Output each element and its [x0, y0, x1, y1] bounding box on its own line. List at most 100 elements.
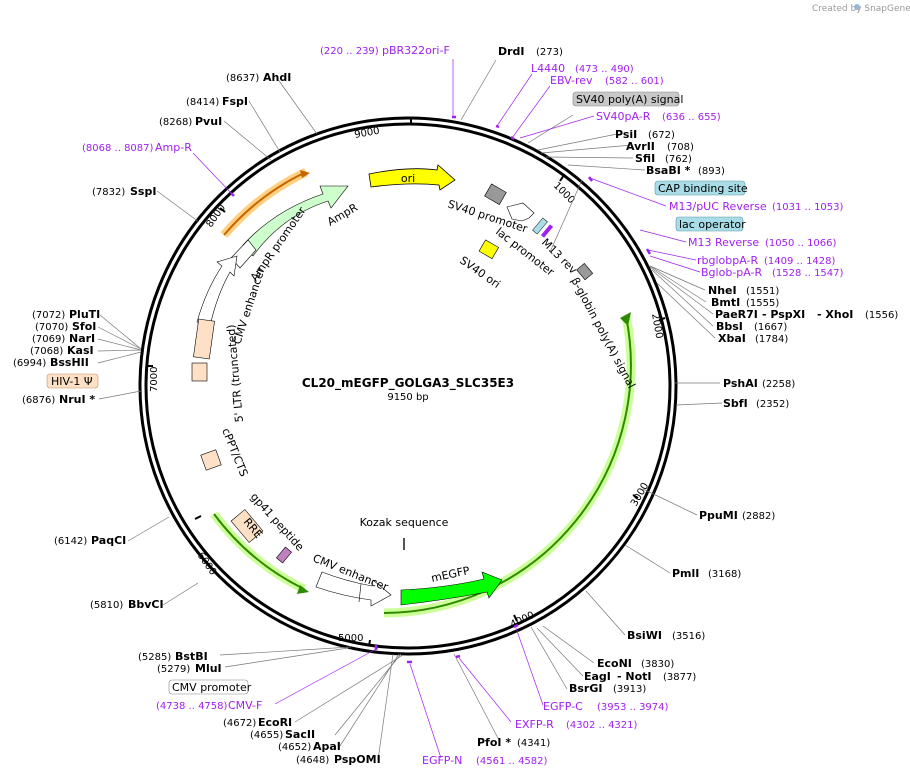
- site-pshai: PshAI: [723, 377, 758, 390]
- sv40-ori-feature: [478, 239, 499, 260]
- ampr-arc: [223, 171, 307, 236]
- site-bbvci: BbvCI: [128, 598, 164, 611]
- hiv1-psi-label: HIV-1 Ψ: [51, 375, 93, 388]
- site-ahdi: AhdI: [263, 71, 291, 84]
- primer-cmv-f-pos: (4738 .. 4758): [156, 701, 228, 712]
- lac-operator-box: [675, 216, 744, 232]
- site-apai: ApaI: [313, 740, 341, 753]
- primer-pbr322ori-f-pos: (220 .. 239): [320, 46, 379, 57]
- site-apai-pos: (4652): [278, 742, 311, 753]
- orf-arrowhead-right: [620, 312, 631, 326]
- cppt-cts-label: cPPT/CTS: [219, 426, 250, 478]
- site-pmli-pos: (3168): [708, 569, 741, 580]
- lac-operator-label: lac operator: [679, 218, 746, 231]
- primer-m13-reverse-pos: (1050 .. 1066): [765, 238, 837, 249]
- site-pfoi-pos: (4341): [517, 738, 550, 749]
- primer-cmv-f: CMV-F: [228, 699, 262, 712]
- megfp-feature: [400, 571, 503, 606]
- tick-label-9000: 9000: [354, 126, 381, 141]
- primer-ebv-rev-pos: (582 .. 601): [605, 76, 664, 87]
- primer-m13-reverse: M13 Reverse: [688, 236, 759, 249]
- site-psii-pos: (672): [648, 130, 675, 141]
- ltr-feature: [193, 318, 215, 360]
- site-paqci-pos: (6142): [54, 536, 87, 547]
- leader-lines: [97, 59, 723, 761]
- primer-pbr322ori-f: pBR322ori-F: [382, 44, 450, 57]
- cmv-promoter-box: [168, 679, 249, 695]
- cmv-enhancer-divider: [358, 583, 362, 603]
- primer-rbglobpa-r-pos: (1409 .. 1428): [764, 256, 836, 267]
- site-paqci: PaqCI: [91, 534, 126, 547]
- ori-label: ori: [401, 172, 415, 185]
- ltr-feature-small: [191, 362, 208, 382]
- site-bstbi-pos: (5285): [138, 652, 171, 663]
- site-avrii: AvrII: [626, 140, 655, 153]
- site-nhei-pos: (1551): [746, 286, 779, 297]
- site-bmti-pos: (1555): [746, 298, 779, 309]
- site-drdi: DrdI: [498, 45, 525, 58]
- sv40-polya-box: [572, 91, 680, 107]
- tick-label-7000: 7000: [149, 367, 160, 392]
- site-bsiwi-pos: (3516): [672, 631, 705, 642]
- site-bsshii: BssHII: [50, 356, 89, 369]
- tick-label-5000: 5000: [338, 633, 363, 644]
- ampr-promoter-feature: [230, 239, 257, 269]
- site-pluti-pos: (7072): [32, 310, 65, 321]
- orf-glow-arc-right: [383, 315, 636, 618]
- site-mlui-pos: (5279): [157, 664, 190, 675]
- primer-egfp-n: EGFP-N: [422, 754, 462, 767]
- hiv1-psi-box: [46, 373, 99, 389]
- site-ahdi-pos: (8637): [226, 73, 259, 84]
- site-kasi: KasI: [67, 344, 94, 357]
- site-bstbi: BstBI: [175, 650, 208, 663]
- backbone-outer: [138, 116, 678, 656]
- site-bsrgi-pos: (3913): [613, 684, 646, 695]
- site-bsiwi: BsiWI: [627, 629, 662, 642]
- site-sacii: SacII: [285, 728, 315, 741]
- primer-sv40pa-r: SV40pA-R: [596, 110, 651, 123]
- site-xhoi: - XhoI: [817, 308, 853, 321]
- primer-leader-lines: [192, 59, 701, 759]
- plasmid-length: 9150 bp: [387, 392, 428, 403]
- tick-label-2000: 2000: [649, 313, 664, 340]
- gp41-feature: [276, 546, 292, 564]
- ampr-arrowhead: [300, 170, 310, 178]
- site-pmli: PmlI: [672, 567, 699, 580]
- primer-bglob-pa-r: Bglob-pA-R: [701, 266, 763, 279]
- site-drdi-pos: (273): [536, 47, 563, 58]
- site-bsshii-pos: (6994): [13, 358, 46, 369]
- sv40-ori-label: SV40 ori: [457, 254, 502, 291]
- site-bbvci-pos: (5810): [90, 600, 123, 611]
- site-sbfi: SbfI: [723, 397, 748, 410]
- ori-feature: [368, 164, 456, 191]
- site-pspxi: - PspXI: [762, 308, 805, 321]
- site-bbsi-pos: (1667): [754, 322, 787, 333]
- site-pluti: PluTI: [69, 308, 100, 321]
- site-sbfi-pos: (2352): [756, 399, 789, 410]
- cppt-cts-feature: [200, 449, 222, 471]
- site-xbai: XbaI: [718, 332, 746, 345]
- lac-promoter-feature: [506, 202, 535, 222]
- site-nari: NarI: [69, 332, 95, 345]
- primer-exfp-r: EXFP-R: [515, 718, 554, 731]
- backbone-inner: [144, 122, 672, 650]
- primer-egfp-c-pos: (3953 .. 3974): [597, 702, 669, 713]
- site-xhoi-pos: (1556): [865, 310, 898, 321]
- site-sacii-pos: (4655): [250, 730, 283, 741]
- cap-binding-site-label: CAP binding site: [658, 182, 748, 195]
- orf-arrowhead-left: [297, 585, 309, 594]
- site-ecori: EcoRI: [258, 716, 292, 729]
- site-sfii-pos: (762): [665, 154, 692, 165]
- site-avrii-pos: (708): [667, 142, 694, 153]
- primer-m13-puc-reverse: M13/pUC Reverse: [669, 200, 767, 213]
- site-fspi: FspI: [222, 95, 248, 108]
- primer-sv40pa-r-pos: (636 .. 655): [662, 112, 721, 123]
- primer-bglob-pa-r-pos: (1528 .. 1547): [772, 268, 844, 279]
- site-sfii: SfiI: [635, 152, 655, 165]
- site-pvui-pos: (8268): [159, 117, 192, 128]
- site-pspomi: PspOMI: [334, 753, 381, 766]
- megfp-label: mEGFP: [430, 564, 471, 585]
- site-nhei: NheI: [708, 284, 737, 297]
- site-pfoi: PfoI *: [477, 736, 511, 749]
